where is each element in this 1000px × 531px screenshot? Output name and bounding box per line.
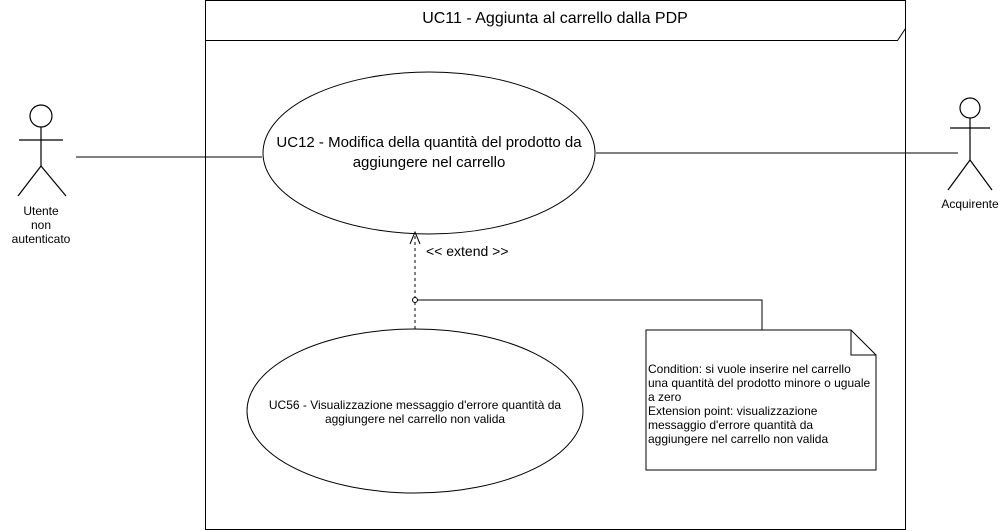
actor-left-figure: [17, 104, 67, 197]
frame-title: UC11 - Aggiunta al carrello dalla PDP: [422, 10, 688, 27]
extend-arrowhead: [409, 230, 421, 245]
use-case-uc56-label: UC56 - Visualizzazione messaggio d'error…: [268, 398, 562, 426]
note-condition: Condition: si vuole inserire nel carrell…: [648, 362, 871, 404]
note-shape: [645, 329, 877, 471]
extend-label: << extend >>: [426, 243, 509, 259]
actor-right-label: Acquirente: [941, 197, 999, 211]
note-connector: [417, 299, 763, 330]
note-fold: [850, 330, 876, 356]
actor-left-label-line2: non autenticato: [11, 218, 71, 246]
actor-right-figure: [947, 97, 993, 191]
use-case-uc12-label: UC12 - Modifica della quantità del prodo…: [276, 134, 582, 171]
actor-left-label: Utente non autenticato: [0, 204, 82, 246]
frame-title-tab: [205, 28, 906, 41]
note-text: Condition: si vuole inserire nel carrell…: [648, 362, 874, 446]
actor-left-label-line1: Utente: [23, 204, 59, 218]
extension-point-marker: [412, 297, 418, 303]
use-case-uc12: [262, 71, 596, 235]
note-extension-point: Extension point: visualizzazione messagg…: [648, 404, 829, 446]
